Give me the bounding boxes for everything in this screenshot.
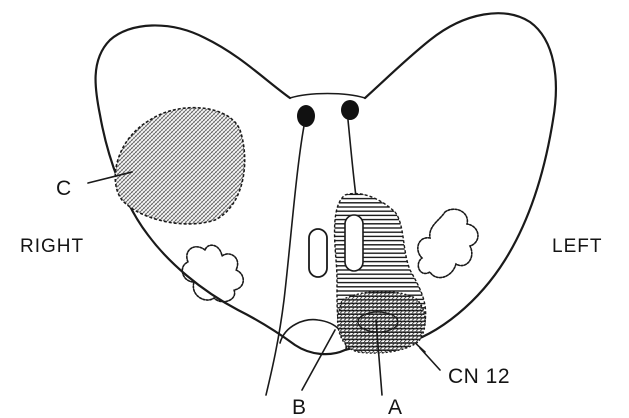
label-a: A bbox=[388, 396, 403, 418]
left-olive bbox=[418, 209, 478, 277]
right-olive bbox=[182, 245, 243, 302]
hatched-capsule bbox=[345, 215, 363, 271]
label-left: LEFT bbox=[552, 236, 602, 257]
median-line-left bbox=[266, 126, 304, 395]
pyramid-outline bbox=[280, 320, 346, 350]
label-cn12: CN 12 bbox=[448, 365, 510, 388]
midline-capsule bbox=[309, 229, 327, 277]
right-dot bbox=[341, 100, 359, 120]
label-b-leader bbox=[302, 330, 335, 390]
label-c: C bbox=[56, 177, 72, 200]
left-dot bbox=[297, 105, 315, 127]
region-a-crosshatched bbox=[338, 291, 426, 353]
dorsal-notch bbox=[290, 94, 365, 99]
region-c bbox=[115, 108, 244, 224]
label-cn12-leader bbox=[420, 348, 440, 370]
label-b: B bbox=[292, 396, 307, 418]
label-right: RIGHT bbox=[20, 236, 84, 257]
